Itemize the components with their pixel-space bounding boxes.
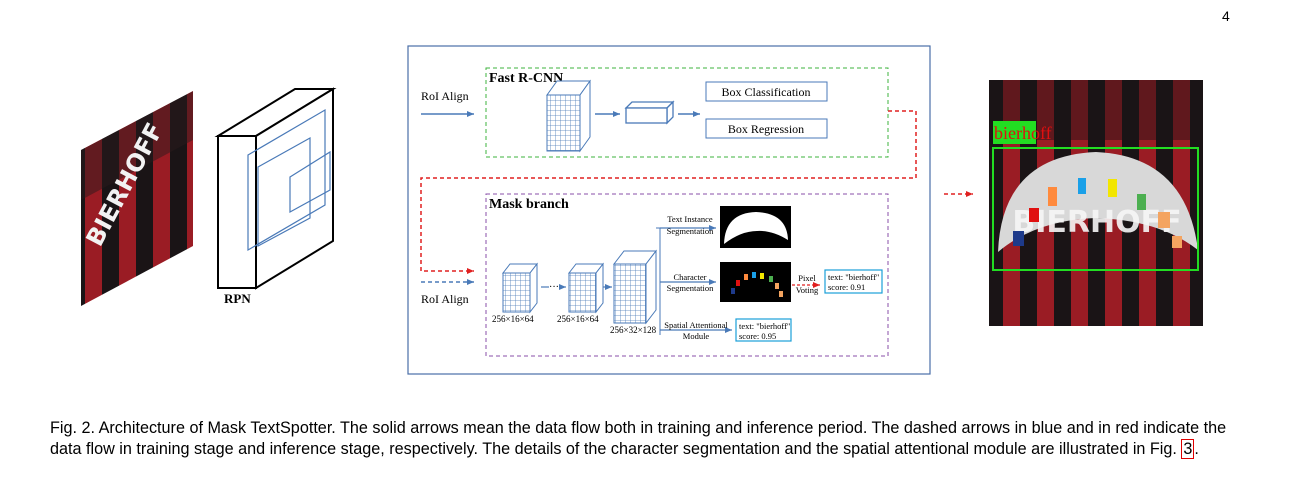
result-2-text: text: "bierhoff"	[739, 321, 790, 331]
fast-rcnn-box: Fast R-CNN Box Classification Box Regres…	[485, 67, 889, 158]
figure-caption: Fig. 2. Architecture of Mask TextSpotter…	[50, 418, 1250, 460]
caption-end: .	[1194, 440, 1199, 458]
output-image: BIERHOFF	[989, 80, 1203, 326]
page-number: 4	[1222, 8, 1230, 24]
network-frame	[407, 45, 931, 375]
result-1-text: text: "bierhoff"	[828, 272, 879, 282]
fast-rcnn-title: Fast R-CNN	[489, 71, 563, 86]
character-seg-label-1: Character	[673, 272, 706, 282]
dim-label-1: 256×16×64	[492, 314, 534, 324]
layer-dots: ···	[549, 282, 559, 293]
inference-path-top	[420, 110, 917, 274]
character-map	[720, 262, 791, 302]
rpn-label: RPN	[224, 291, 251, 306]
box-classification-box	[705, 81, 828, 102]
box-regression-label: Box Regression	[728, 122, 804, 136]
detection-label: bierhoff	[994, 123, 1052, 143]
pixel-voting-label-1: Pixel	[798, 273, 816, 283]
result-2-score: score: 0.95	[739, 331, 776, 341]
rpn-block: RPN	[214, 87, 337, 306]
result-1-score: score: 0.91	[828, 282, 865, 292]
result-box-2	[735, 318, 792, 342]
spatial-attention-label-2: Module	[683, 331, 710, 341]
detection-label-bg	[993, 121, 1036, 144]
box-regression-box	[705, 118, 828, 139]
roi-align-bottom-label: RoI Align	[421, 292, 469, 306]
pixel-voting-label-2: Voting	[796, 285, 819, 295]
character-seg-label-2: Segmentation	[667, 283, 714, 293]
dim-label-2: 256×16×64	[557, 314, 599, 324]
text-instance-label-2: Segmentation	[667, 226, 714, 236]
dim-label-3: 256×32×128	[610, 325, 657, 335]
box-classification-label: Box Classification	[722, 85, 811, 99]
figure-reference-link[interactable]: 3	[1181, 439, 1195, 459]
architecture-figure: BIERHOFF RPN RoI Align Fast R-CNN Box Cl…	[81, 45, 1203, 375]
mask-branch-title: Mask branch	[489, 197, 569, 212]
result-box-1	[824, 269, 883, 294]
input-image: BIERHOFF	[81, 91, 193, 306]
roi-align-top-label: RoI Align	[421, 89, 469, 103]
spatial-attention-label-1: Spatial Attentional	[664, 320, 728, 330]
text-instance-label-1: Text Instance	[667, 214, 713, 224]
output-jersey-text: BIERHOFF	[1012, 205, 1181, 240]
caption-text: Fig. 2. Architecture of Mask TextSpotter…	[50, 419, 1227, 458]
mask-branch-box: Mask branch 256×16×64 ··· 256×16×64 256×…	[485, 193, 889, 357]
detection-box	[992, 147, 1199, 271]
